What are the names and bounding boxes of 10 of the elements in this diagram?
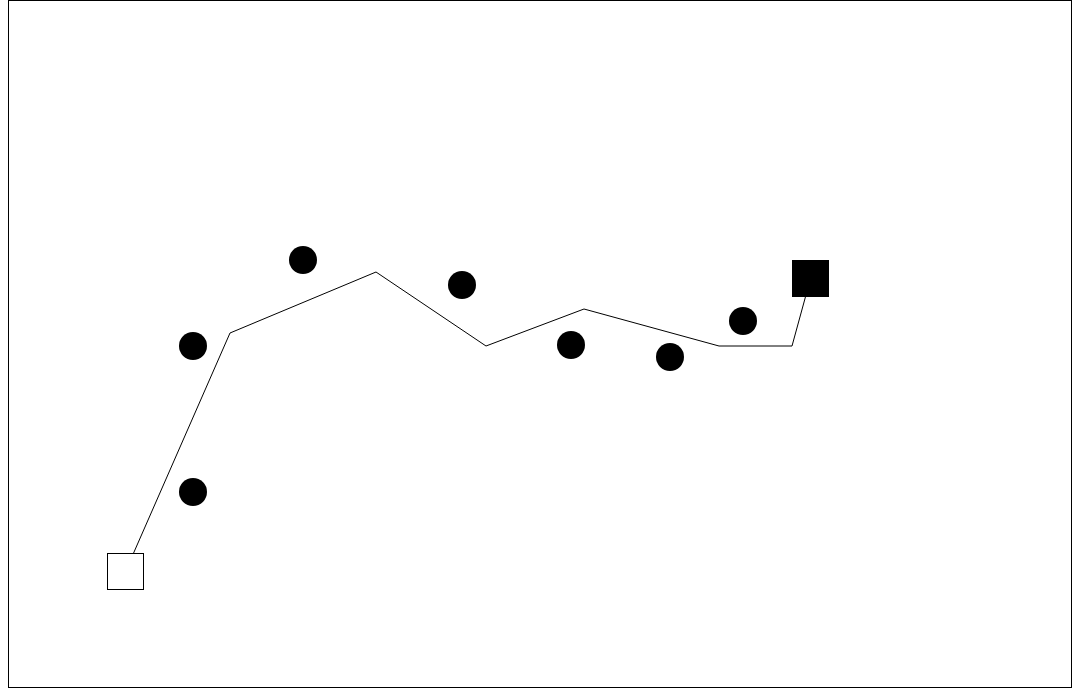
dot bbox=[289, 246, 317, 274]
dot bbox=[729, 307, 757, 335]
dot bbox=[179, 332, 207, 360]
dot bbox=[448, 271, 476, 299]
dot bbox=[557, 331, 585, 359]
dot bbox=[656, 343, 684, 371]
square-marker bbox=[792, 260, 829, 297]
connector-line bbox=[133, 271, 806, 554]
dot bbox=[179, 478, 207, 506]
square-marker bbox=[107, 553, 144, 590]
